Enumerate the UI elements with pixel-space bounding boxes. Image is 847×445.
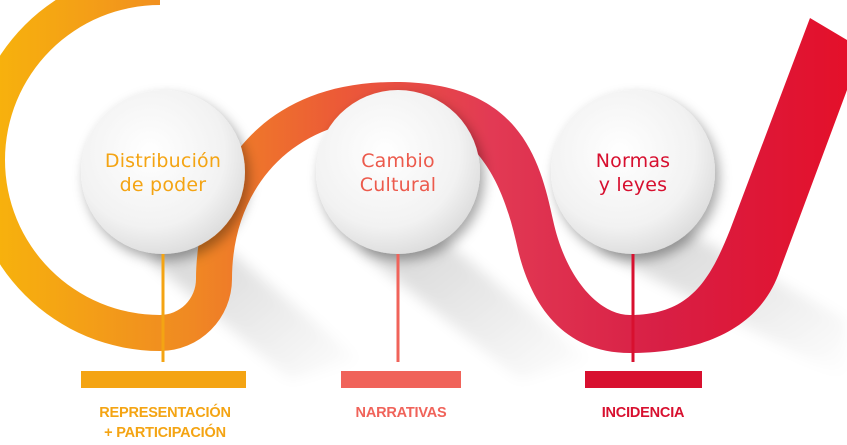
circle-title-line: Cultural — [359, 174, 437, 196]
circle-cambio — [316, 90, 480, 254]
label-line: NARRATIVAS — [355, 405, 447, 421]
circle-normas — [551, 90, 715, 254]
circle-distribucion — [81, 90, 245, 254]
wave-ribbon — [0, 0, 847, 353]
circle-title-distribucion: Distribución de poder — [88, 149, 238, 197]
label-bar-1 — [81, 371, 246, 388]
circle-title-line: Distribución — [104, 150, 222, 172]
circle-title-line: Cambio — [361, 150, 435, 172]
circle-title-line: Normas — [595, 150, 671, 172]
label-bar-3 — [585, 371, 702, 388]
label-line: INCIDENCIA — [601, 405, 685, 421]
label-line: REPRESENTACIÓN — [99, 405, 231, 421]
circle-title-line: de poder — [119, 174, 207, 196]
circle-title-normas: Normas y leyes — [558, 149, 708, 197]
label-line: + PARTICIPACIÓN — [104, 425, 226, 441]
label-representacion: REPRESENTACIÓN + PARTICIPACIÓN — [70, 403, 260, 443]
label-incidencia: INCIDENCIA — [568, 403, 718, 423]
label-narrativas: NARRATIVAS — [326, 403, 476, 423]
label-bar-2 — [341, 371, 461, 388]
circle-title-cambio: Cambio Cultural — [323, 149, 473, 197]
circle-title-line: y leyes — [598, 174, 668, 196]
